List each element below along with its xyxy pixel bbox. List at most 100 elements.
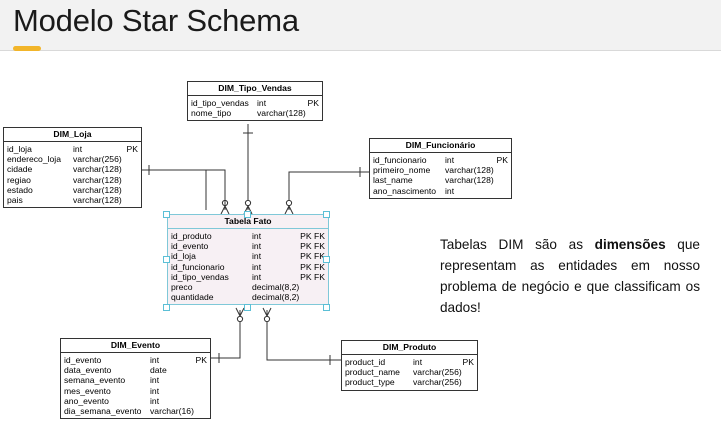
column-key: PK <box>496 155 508 165</box>
column-key: PK <box>462 357 474 367</box>
column-key: PK FK <box>300 231 325 241</box>
column-row: quantidade decimal(8,2) <box>171 292 325 302</box>
column-type: int <box>150 385 160 396</box>
rel-evento-crowfoot <box>235 307 245 318</box>
column-row: data_evento date <box>64 365 207 375</box>
column-name: id_loja <box>7 144 32 154</box>
page-title: Modelo Star Schema <box>13 3 299 38</box>
column-name: product_name <box>345 367 400 378</box>
entity-title: DIM_Funcionário <box>370 139 511 153</box>
rel-funcionario-crowfoot <box>284 204 294 215</box>
selection-handle[interactable] <box>323 304 330 311</box>
column-name: ano_nascimento <box>373 185 437 196</box>
column-name: semana_evento <box>64 375 126 386</box>
column-name: last_name <box>373 175 413 186</box>
column-type: decimal(8,2) <box>252 281 300 292</box>
column-name: id_evento <box>171 241 209 252</box>
selection-handle[interactable] <box>244 304 251 311</box>
column-type: int <box>150 355 160 365</box>
column-name: id_funcionario <box>171 261 225 272</box>
entity-dim-tipo-vendas[interactable]: DIM_Tipo_Vendas id_tipo_vendas int PK nome… <box>187 81 323 122</box>
column-type: varchar(128) <box>73 174 122 185</box>
column-key: PK <box>195 355 207 365</box>
column-row: id_evento int PK <box>64 355 207 365</box>
description-after: que representam as entidades em nosso pr… <box>440 237 700 315</box>
column-type: varchar(256) <box>73 154 122 165</box>
column-type: varchar(16) <box>150 405 194 416</box>
selection-handle[interactable] <box>163 304 170 311</box>
column-key: PK FK <box>300 241 325 252</box>
column-row: nome_tipo varchar(128) <box>191 108 319 118</box>
column-name: id_tipo_vendas <box>191 98 249 108</box>
selection-handle[interactable] <box>323 256 330 263</box>
column-type: date <box>150 365 167 376</box>
column-row: id_loja int PK <box>7 144 138 154</box>
column-key: PK FK <box>300 251 325 262</box>
column-key: PK <box>126 144 138 154</box>
title-accent-bar <box>13 46 41 51</box>
column-type: varchar(128) <box>73 164 122 175</box>
column-type: int <box>73 144 83 154</box>
column-name: id_tipo_vendas <box>171 271 229 282</box>
column-name: nome_tipo <box>191 108 232 119</box>
rel-loja-crowfoot <box>220 204 230 215</box>
slide-header: Modelo Star Schema <box>0 0 721 51</box>
column-name: dia_semana_evento <box>64 405 142 416</box>
column-type: decimal(8,2) <box>252 292 300 303</box>
column-name: product_id <box>345 357 386 367</box>
column-name: data_evento <box>64 365 112 376</box>
rel-evento-line <box>209 310 241 359</box>
column-name: id_evento <box>64 355 102 365</box>
selection-handle[interactable] <box>163 256 170 263</box>
selection-handle[interactable] <box>244 211 251 218</box>
column-name: id_loja <box>171 251 196 262</box>
entity-title: DIM_Tipo_Vendas <box>188 82 322 96</box>
column-row: cidade varchar(128) <box>7 164 138 174</box>
column-row: preco decimal(8,2) <box>171 282 325 292</box>
column-name: endereco_loja <box>7 154 61 165</box>
entity-title: DIM_Evento <box>61 339 210 353</box>
rel-evento-zero-mark <box>236 315 244 323</box>
column-type: int <box>150 395 160 406</box>
column-name: mes_evento <box>64 385 111 396</box>
column-row: mes_evento int <box>64 386 207 396</box>
column-name: cidade <box>7 164 33 175</box>
rel-funcionario-zero-mark <box>285 199 293 207</box>
description-before: Tabelas DIM são as <box>440 237 595 252</box>
column-type: int <box>257 98 267 108</box>
column-name: preco <box>171 281 193 292</box>
column-row: id_loja int PK FK <box>171 251 325 261</box>
column-name: quantidade <box>171 292 214 303</box>
column-row: endereco_loja varchar(256) <box>7 154 138 164</box>
selection-handle[interactable] <box>323 211 330 218</box>
column-type: int <box>252 251 262 262</box>
rel-produto-line <box>266 310 341 361</box>
column-row: dia_semana_evento varchar(16) <box>64 406 207 416</box>
column-row: id_tipo_vendas int PK <box>191 98 319 108</box>
selection-handle[interactable] <box>163 211 170 218</box>
rel-funcionario-line <box>288 171 369 210</box>
column-type: int <box>252 231 262 241</box>
column-key: PK <box>307 98 319 108</box>
column-key: PK FK <box>300 271 325 282</box>
description-text: Tabelas DIM são as dimensões que represe… <box>440 234 700 318</box>
column-type: varchar(128) <box>445 175 494 186</box>
entity-title: Tabela Fato <box>168 215 328 229</box>
column-type: varchar(128) <box>445 165 494 176</box>
column-type: varchar(128) <box>257 108 306 119</box>
rel-loja-line <box>140 169 207 210</box>
